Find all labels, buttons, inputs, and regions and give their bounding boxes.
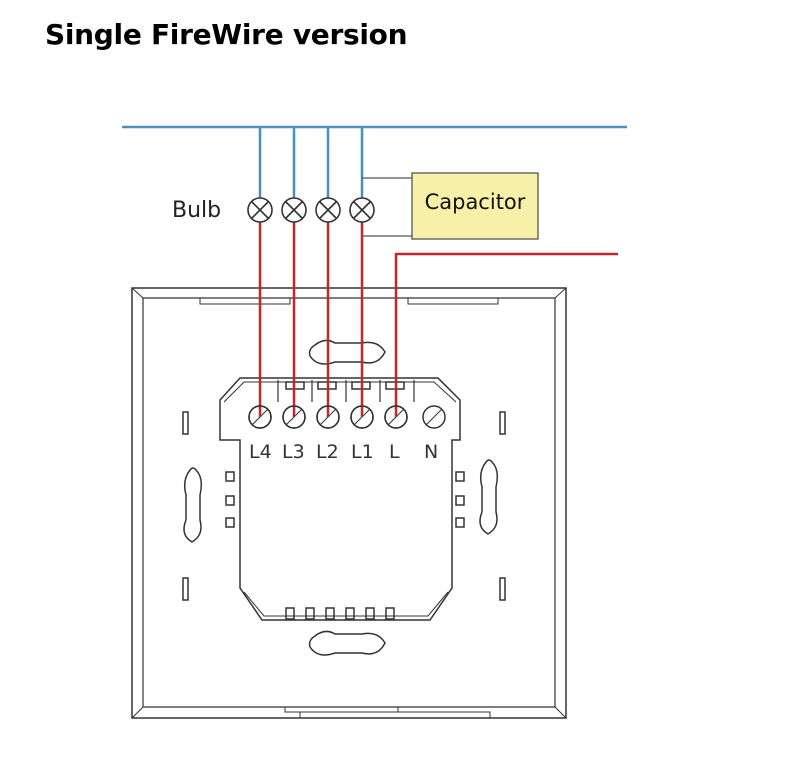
bulb-label: Bulb (172, 198, 221, 223)
terminal-label-l4: L4 (249, 441, 272, 463)
bulb-3 (315, 197, 341, 223)
switch-module-body (219, 377, 461, 621)
switch-panel (131, 287, 567, 719)
top-mounting-slot (308, 339, 386, 365)
panel-outer-frame (131, 287, 567, 719)
bulb-1 (247, 197, 273, 223)
terminal-label-l1: L1 (351, 441, 374, 463)
neutral-wiring (122, 125, 627, 198)
panel-inner-frame (142, 297, 556, 708)
diagram-title: Single FireWire version (45, 18, 408, 51)
bulb-4 (349, 197, 375, 223)
terminal-label-l2: L2 (316, 441, 339, 463)
capacitor-box (411, 172, 539, 240)
right-mounting-slot (479, 459, 499, 535)
live-wiring (258, 222, 618, 417)
terminal-screws (248, 405, 446, 429)
terminal-label-l3: L3 (282, 441, 305, 463)
terminal-label-l: L (389, 441, 400, 463)
bottom-mounting-slot (308, 630, 386, 656)
left-mounting-slot (183, 467, 203, 543)
live-supply-wire (394, 252, 618, 417)
capacitor: Capacitor (411, 172, 539, 240)
bulb-2 (281, 197, 307, 223)
terminal-labels: L4 L3 L2 L1 L N (249, 441, 438, 463)
terminal-label-n: N (424, 441, 438, 463)
capacitor-label: Capacitor (425, 190, 526, 214)
bulbs (247, 197, 375, 223)
